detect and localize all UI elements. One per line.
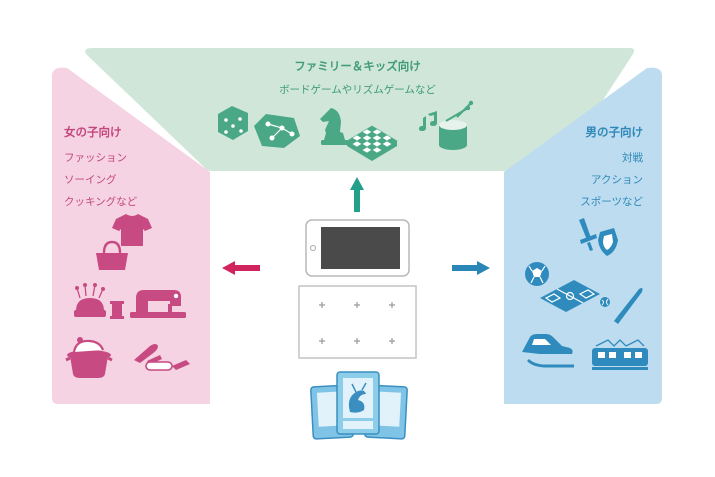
boys-panel-item: 対戦 bbox=[622, 152, 643, 164]
girls-panel-item: ファッション bbox=[64, 152, 127, 164]
soccer-ball-icon bbox=[525, 262, 549, 286]
family-panel-title: ファミリー＆キッズ向け bbox=[294, 59, 421, 73]
chessboard-icon bbox=[346, 125, 398, 161]
girls-panel-title: 女の子向け bbox=[64, 125, 122, 139]
sword-shield-icon bbox=[579, 218, 618, 256]
boys-panel-item: スポーツなど bbox=[580, 196, 643, 208]
kitchen-knife-icon bbox=[134, 344, 190, 371]
race-car-icon bbox=[522, 334, 574, 368]
sewing-machine-icon bbox=[130, 290, 186, 318]
shirt-icon bbox=[112, 214, 152, 246]
pincushion-icon bbox=[74, 283, 124, 319]
trading-cards-icon bbox=[310, 371, 408, 440]
dice-icon bbox=[218, 106, 248, 140]
girls-panel-item: ソーイング bbox=[64, 174, 117, 186]
boys-panel-item: アクション bbox=[591, 174, 643, 186]
soccer-field-icon bbox=[540, 280, 600, 312]
board-map-icon bbox=[254, 114, 300, 148]
drum-icon bbox=[419, 100, 474, 150]
family-panel-subtitle: ボードゲームやリズムゲームなど bbox=[279, 84, 436, 96]
train-icon bbox=[592, 339, 648, 370]
card-mat-icon bbox=[298, 285, 417, 359]
chess-knight-icon bbox=[320, 108, 348, 145]
arrow-right bbox=[452, 261, 490, 275]
arrow-up bbox=[350, 177, 364, 212]
arrow-left bbox=[222, 261, 260, 275]
cooking-pot-icon bbox=[65, 337, 113, 378]
boys-panel-title: 男の子向け bbox=[585, 125, 644, 139]
smartphone-icon bbox=[305, 219, 410, 277]
girls-panel-item: クッキングなど bbox=[64, 196, 138, 208]
family-panel bbox=[85, 48, 634, 171]
baseball-bat-icon bbox=[600, 288, 643, 324]
handbag-icon bbox=[96, 240, 128, 270]
boys-panel bbox=[504, 67, 662, 405]
